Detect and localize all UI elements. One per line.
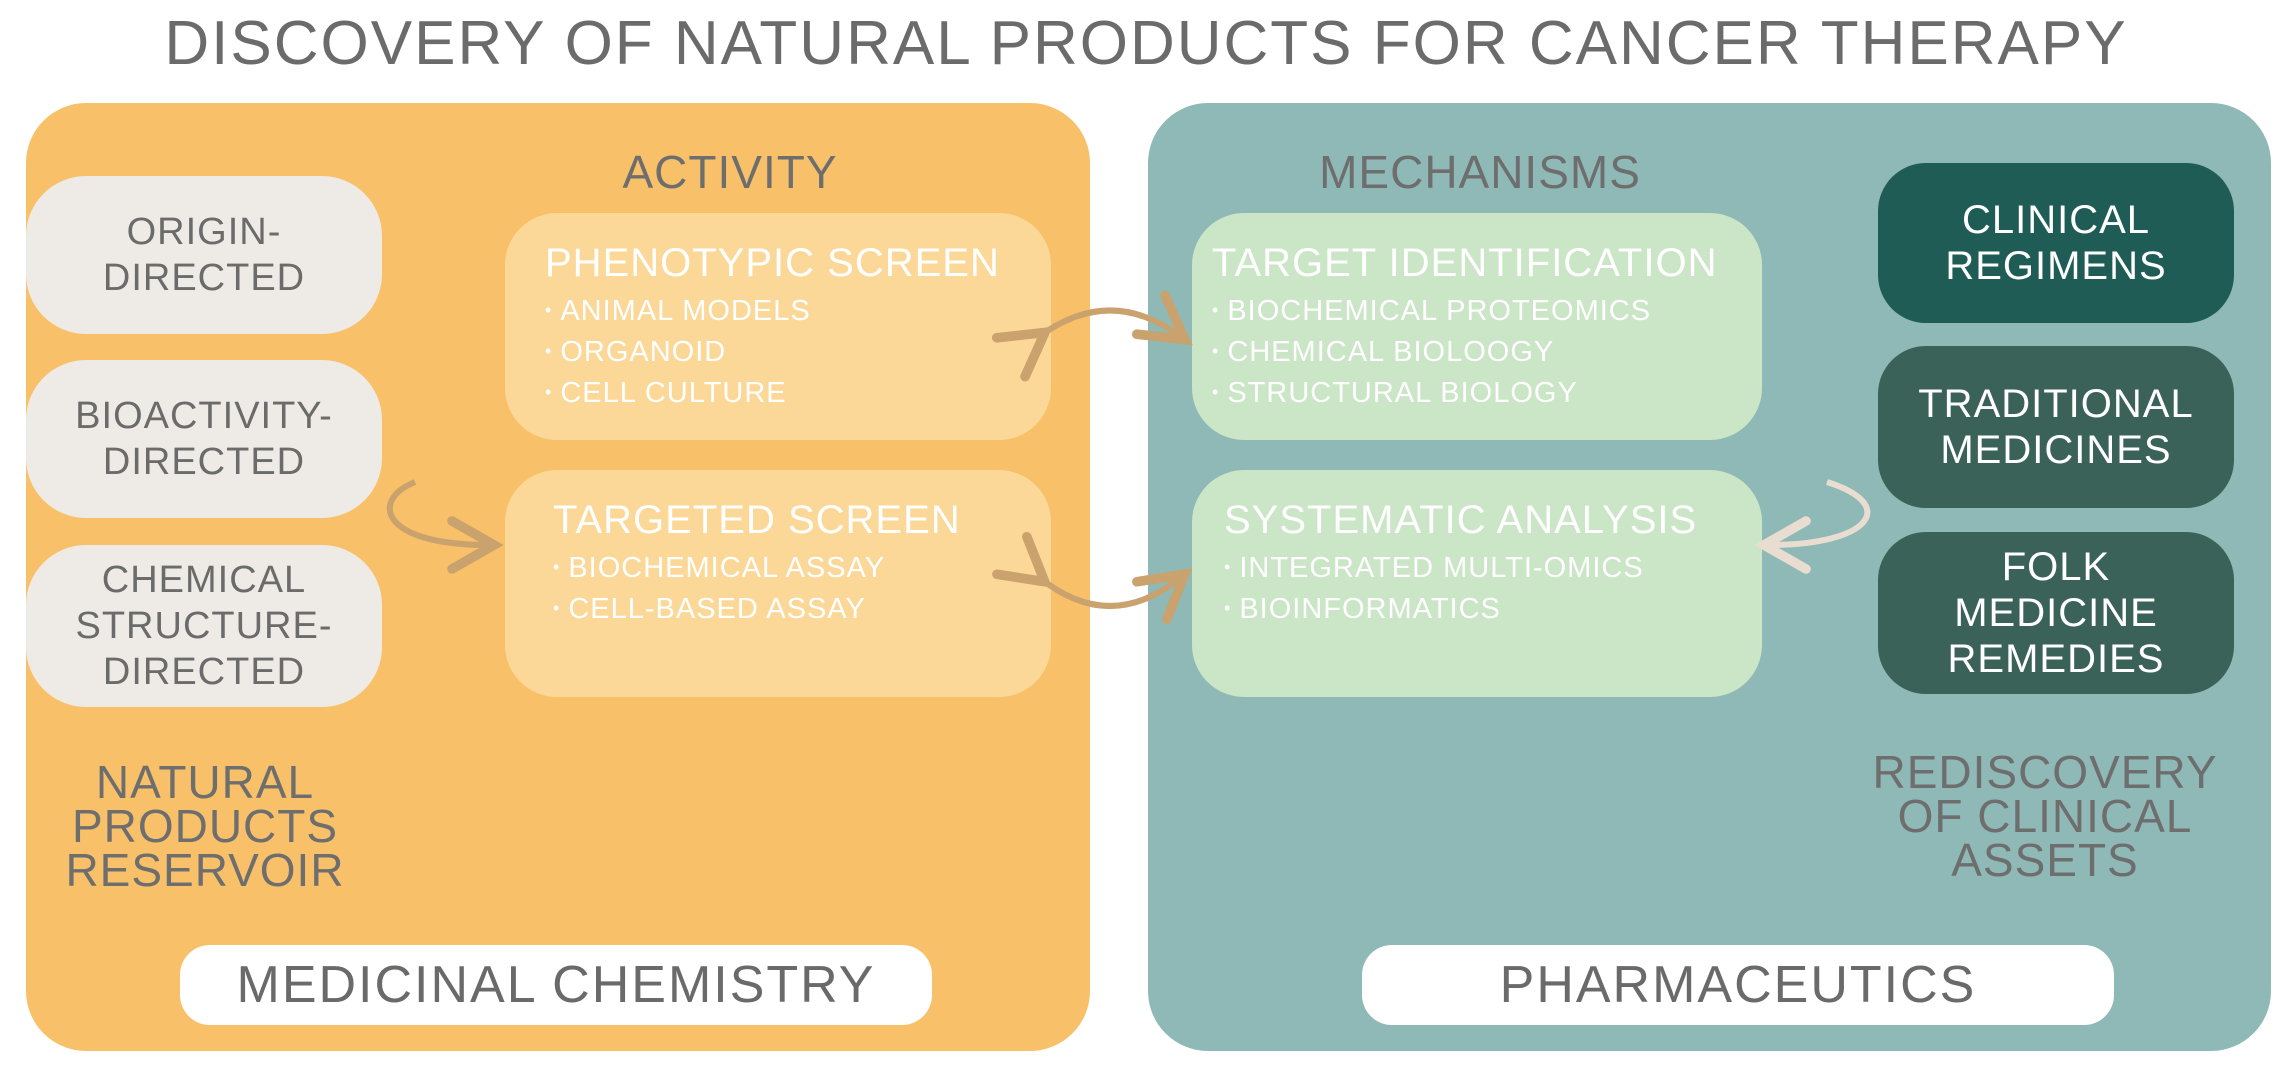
target-identification-item: CHEMICAL BIOLOOGY	[1212, 333, 1762, 374]
systematic-analysis-item: BIOINFORMATICS	[1224, 590, 1762, 631]
natural-products-reservoir-label: NATURAL PRODUCTS RESERVOIR	[65, 756, 345, 896]
rediscovery-label: REDISCOVERY OF CLINICAL ASSETS	[1872, 746, 2218, 886]
phenotypic-screen-box: PHENOTYPIC SCREEN ANIMAL MODELS ORGANOID…	[505, 213, 1051, 440]
systematic-analysis-item: INTEGRATED MULTI-OMICS	[1224, 549, 1762, 590]
source-label: ORIGIN- DIRECTED	[102, 211, 306, 299]
targeted-screen-box: TARGETED SCREEN BIOCHEMICAL ASSAY CELL-B…	[505, 470, 1051, 697]
asset-folk-medicine-remedies: FOLK MEDICINE REMEDIES	[1878, 532, 2234, 694]
phenotypic-item: CELL CULTURE	[545, 374, 1051, 415]
pharmaceutics-label: PHARMACEUTICS	[1362, 945, 2114, 1025]
medicinal-chemistry-label: MEDICINAL CHEMISTRY	[180, 945, 932, 1025]
phenotypic-screen-title: PHENOTYPIC SCREEN	[545, 241, 1000, 285]
targeted-item: CELL-BASED ASSAY	[553, 590, 1051, 631]
phenotypic-item: ANIMAL MODELS	[545, 292, 1051, 333]
target-identification-item: STRUCTURAL BIOLOGY	[1212, 374, 1762, 415]
phenotypic-item: ORGANOID	[545, 333, 1051, 374]
systematic-analysis-title: SYSTEMATIC ANALYSIS	[1224, 498, 1698, 542]
target-identification-title: TARGET IDENTIFICATION	[1212, 241, 1718, 285]
asset-clinical-regimens: CLINICAL REGIMENS	[1878, 163, 2234, 323]
reservoir-to-targeted-arrow	[386, 479, 504, 574]
activity-heading: ACTIVITY	[622, 146, 838, 198]
assets-to-systematic-arrow	[1754, 479, 1871, 574]
targeted-systematic-arrow	[992, 531, 1193, 625]
targeted-screen-title: TARGETED SCREEN	[553, 498, 961, 542]
source-label: BIOACTIVITY- DIRECTED	[75, 395, 333, 483]
targeted-item: BIOCHEMICAL ASSAY	[553, 549, 1051, 590]
systematic-analysis-box: SYSTEMATIC ANALYSIS INTEGRATED MULTI-OMI…	[1192, 470, 1762, 697]
diagram-title: DISCOVERY OF NATURAL PRODUCTS FOR CANCER…	[164, 9, 2128, 78]
source-bioactivity-directed: BIOACTIVITY- DIRECTED	[26, 360, 382, 518]
source-chemical-structure-directed: CHEMICAL STRUCTURE- DIRECTED	[26, 545, 382, 707]
mechanisms-heading: MECHANISMS	[1319, 146, 1641, 198]
phenotypic-target-id-arrow	[991, 290, 1193, 382]
source-label: CHEMICAL STRUCTURE- DIRECTED	[75, 559, 333, 693]
asset-traditional-medicines: TRADITIONAL MEDICINES	[1878, 346, 2234, 508]
target-identification-item: BIOCHEMICAL PROTEOMICS	[1212, 292, 1762, 333]
target-identification-box: TARGET IDENTIFICATION BIOCHEMICAL PROTEO…	[1192, 213, 1762, 440]
source-origin-directed: ORIGIN- DIRECTED	[26, 176, 382, 334]
